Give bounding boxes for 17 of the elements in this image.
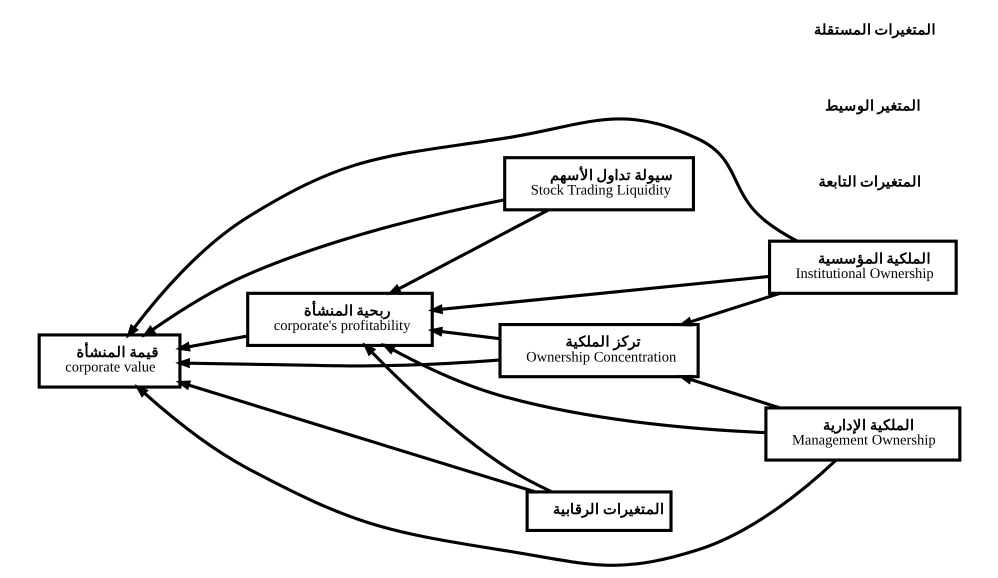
arrow bbox=[386, 208, 549, 296]
arrow bbox=[174, 334, 248, 352]
label: المتغير الوسيط bbox=[824, 98, 920, 115]
label: المتغيرات المستقلة bbox=[813, 22, 936, 38]
arrow bbox=[175, 380, 536, 494]
arrow bbox=[676, 374, 780, 410]
arrow bbox=[676, 292, 780, 326]
arrow bbox=[427, 274, 769, 314]
arrow bbox=[362, 342, 552, 494]
arrow bbox=[126, 117, 798, 339]
arrow bbox=[427, 326, 500, 340]
arrow bbox=[134, 384, 837, 567]
arrow bbox=[174, 358, 500, 368]
node-box: المتغيرات الرقابية bbox=[525, 490, 672, 532]
arrow bbox=[140, 198, 504, 338]
arrow bbox=[380, 343, 766, 434]
label: المتغيرات التابعة bbox=[818, 174, 921, 191]
